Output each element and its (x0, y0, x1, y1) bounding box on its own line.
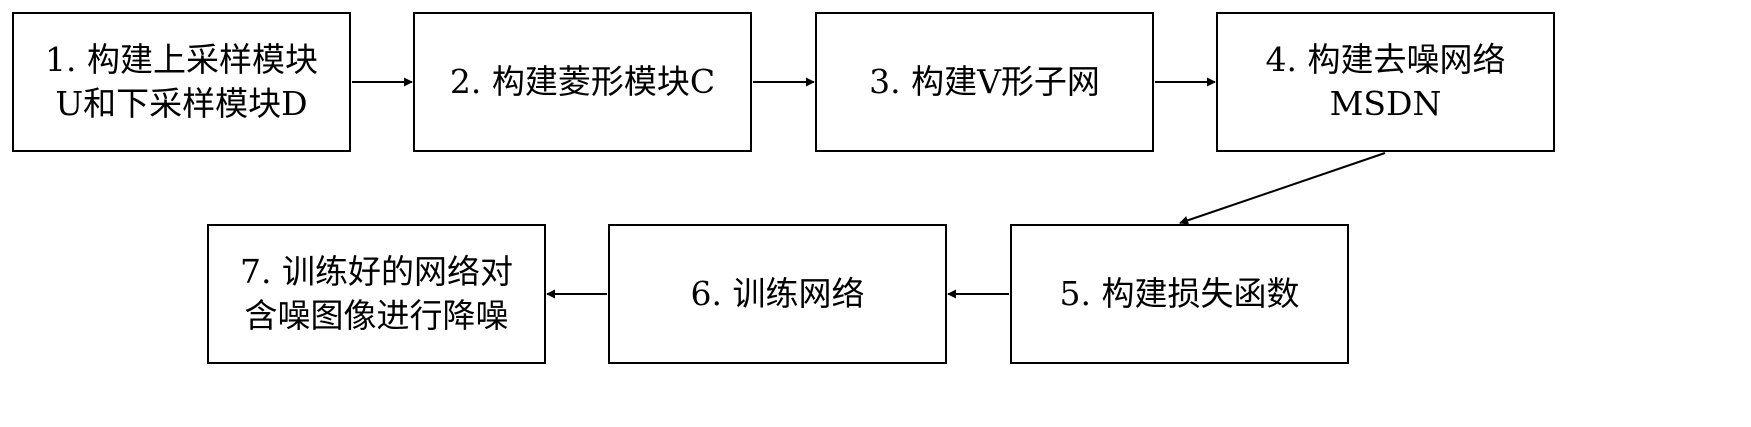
step-5-box: 5. 构建损失函数 (1010, 224, 1349, 364)
step-1-line-2: U和下采样模块D (55, 84, 308, 123)
step-5-line-1: 5. 构建损失函数 (1059, 274, 1300, 313)
step-4-line-2: MSDN (1329, 84, 1442, 123)
step-1-box: 1. 构建上采样模块 U和下采样模块D (12, 12, 351, 152)
step-7-box: 7. 训练好的网络对 含噪图像进行降噪 (207, 224, 546, 364)
step-6-line-1: 6. 训练网络 (690, 274, 865, 313)
arrow-4-to-5 (1179, 152, 1386, 225)
step-4-line-1: 4. 构建去噪网络 (1265, 40, 1506, 79)
step-1-line-1: 1. 构建上采样模块 (45, 40, 318, 79)
step-3-box: 3. 构建V形子网 (815, 12, 1154, 152)
step-2-line-1: 2. 构建菱形模块C (449, 62, 716, 101)
step-4-box: 4. 构建去噪网络 MSDN (1216, 12, 1555, 152)
step-3-line-1: 3. 构建V形子网 (869, 62, 1100, 101)
step-7-line-1: 7. 训练好的网络对 (240, 252, 513, 291)
step-6-box: 6. 训练网络 (608, 224, 947, 364)
step-2-box: 2. 构建菱形模块C (413, 12, 752, 152)
step-7-line-2: 含噪图像进行降噪 (244, 296, 509, 335)
